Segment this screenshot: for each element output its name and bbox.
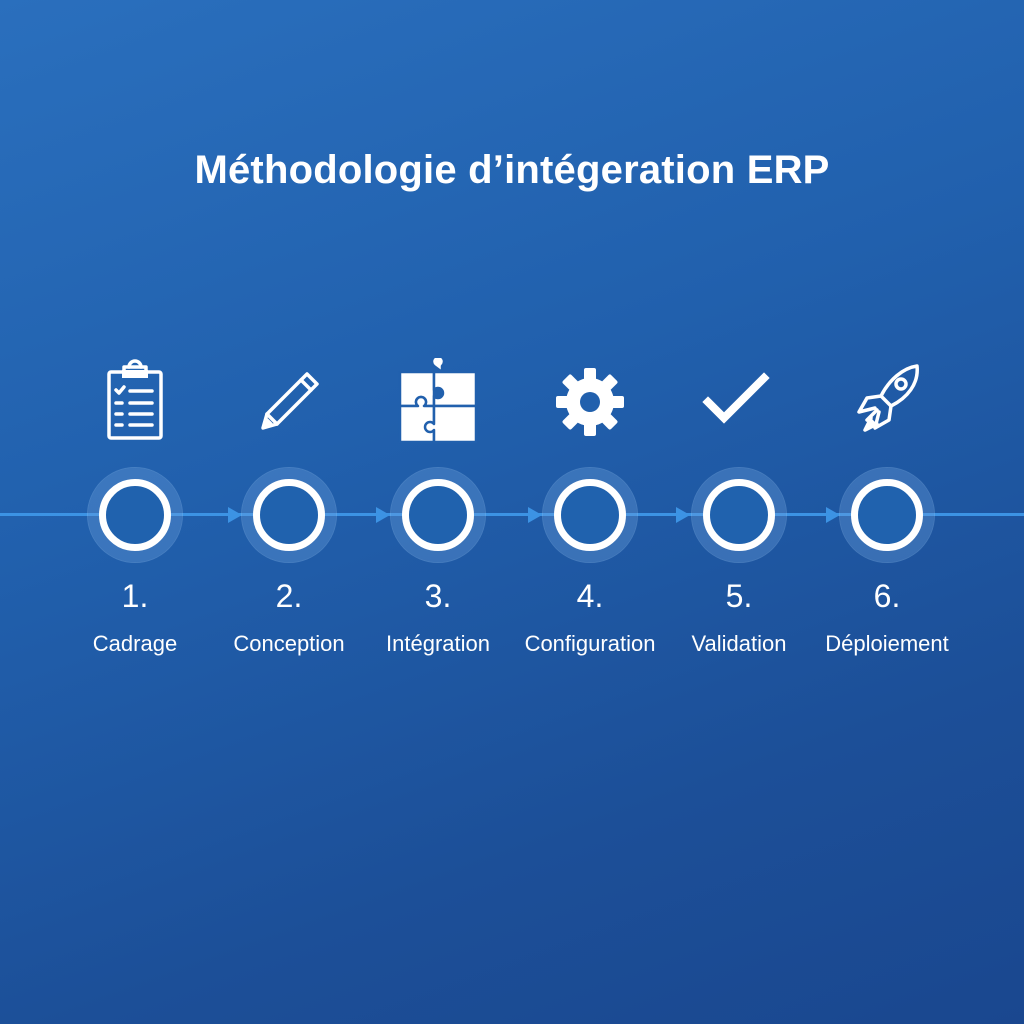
step-validation: 5. Validation — [659, 0, 819, 1024]
timeline-arrow — [676, 507, 690, 523]
timeline-line — [0, 513, 1024, 516]
checkmark-icon — [699, 358, 779, 444]
step-configuration: 4. Configuration — [510, 0, 670, 1024]
puzzle-icon — [398, 358, 478, 444]
step-integration: 3. Intégration — [358, 0, 518, 1024]
step-node-ring — [703, 479, 775, 551]
step-label: Validation — [691, 631, 787, 656]
step-number: 5. — [725, 578, 753, 614]
step-number: 4. — [576, 578, 604, 614]
step-number: 2. — [275, 578, 303, 614]
step-node[interactable] — [840, 468, 934, 562]
timeline-arrow — [826, 507, 840, 523]
step-label: Configuration — [524, 631, 656, 656]
step-label: Intégration — [386, 631, 490, 656]
timeline-arrow — [528, 507, 542, 523]
step-node[interactable] — [692, 468, 786, 562]
step-node-ring — [851, 479, 923, 551]
step-cadrage: 1. Cadrage — [55, 0, 215, 1024]
step-label: Cadrage — [92, 631, 178, 656]
timeline-arrow — [228, 507, 242, 523]
timeline-arrow — [376, 507, 390, 523]
clipboard-checklist-icon — [95, 358, 175, 444]
step-node[interactable] — [391, 468, 485, 562]
gear-icon — [550, 358, 630, 444]
rocket-icon — [847, 358, 927, 444]
step-node[interactable] — [88, 468, 182, 562]
step-label: Déploiement — [825, 631, 949, 656]
step-deploiement: 6. Déploiement — [807, 0, 967, 1024]
step-number: 6. — [873, 578, 901, 614]
pencil-icon — [249, 358, 329, 444]
step-number: 3. — [424, 578, 452, 614]
step-node[interactable] — [242, 468, 336, 562]
step-conception: 2. Conception — [209, 0, 369, 1024]
page-title: Méthodologie d’intégeration ERP — [194, 148, 830, 192]
step-label: Conception — [233, 631, 345, 656]
step-node-ring — [253, 479, 325, 551]
step-number: 1. — [121, 578, 149, 614]
step-node-ring — [99, 479, 171, 551]
step-node[interactable] — [543, 468, 637, 562]
step-node-ring — [402, 479, 474, 551]
step-node-ring — [554, 479, 626, 551]
